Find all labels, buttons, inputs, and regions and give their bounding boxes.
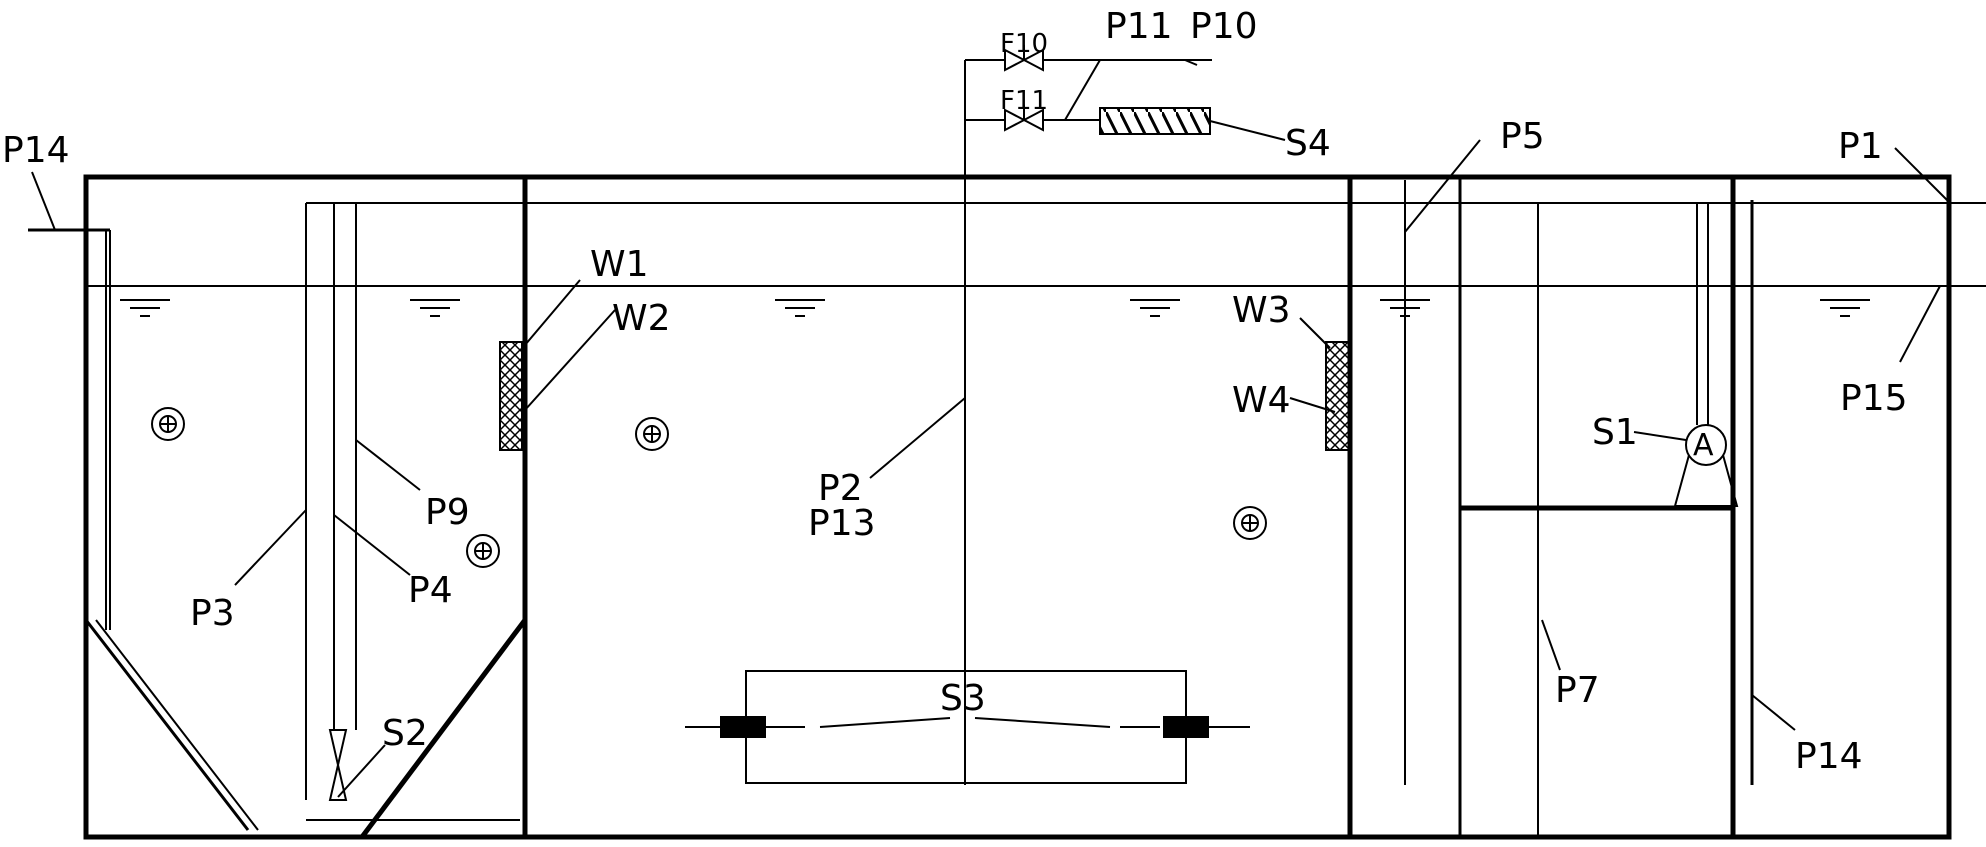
label-p7: P7 — [1555, 670, 1600, 711]
w1-w2-weir — [499, 341, 523, 451]
left-hopper — [84, 230, 527, 839]
s3-diffuser — [685, 670, 1250, 784]
valve-f10 — [1004, 45, 1044, 72]
label-f11: F11 — [1000, 86, 1048, 116]
label-p11: P11 — [1105, 6, 1173, 47]
s4-filter — [1099, 107, 1211, 135]
label-p4: P4 — [408, 570, 453, 611]
label-p2: P2 — [818, 468, 863, 509]
p14-inlet-pipe — [28, 171, 110, 630]
label-w4: W4 — [1232, 380, 1291, 421]
s1-pump-symbol: A — [1693, 428, 1714, 463]
label-f10: F10 — [1000, 29, 1048, 59]
label-p13: P13 — [808, 503, 876, 544]
s4-leader — [1209, 120, 1286, 141]
s1-pump-section — [1460, 200, 1754, 837]
label-p14-left: P14 — [2, 130, 70, 171]
label-p5: P5 — [1500, 116, 1545, 157]
label-w3: W3 — [1232, 290, 1291, 331]
label-s3: S3 — [940, 678, 986, 719]
tank-outline — [83, 174, 1952, 840]
water-level-symbols — [120, 299, 1870, 317]
aerator-icons — [151, 407, 1267, 568]
label-s2: S2 — [382, 713, 428, 754]
label-p1: P1 — [1838, 126, 1883, 167]
p5-pipe — [1404, 139, 1481, 785]
central-pipe — [964, 59, 1212, 785]
w3-w4-weir — [1325, 341, 1351, 451]
label-p9: P9 — [425, 492, 470, 533]
leader-lines — [234, 59, 1951, 798]
p3-p4-pipes — [305, 203, 520, 821]
label-p3: P3 — [190, 593, 235, 634]
label-s1: S1 — [1592, 412, 1638, 453]
s2-nozzle — [328, 729, 348, 801]
label-s4: S4 — [1285, 123, 1331, 164]
label-w2: W2 — [612, 298, 671, 339]
label-p14-right: P14 — [1795, 736, 1863, 777]
label-w1: W1 — [590, 244, 649, 285]
label-p15: P15 — [1840, 378, 1908, 419]
valve-f11 — [1004, 105, 1044, 132]
label-p10: P10 — [1190, 6, 1258, 47]
